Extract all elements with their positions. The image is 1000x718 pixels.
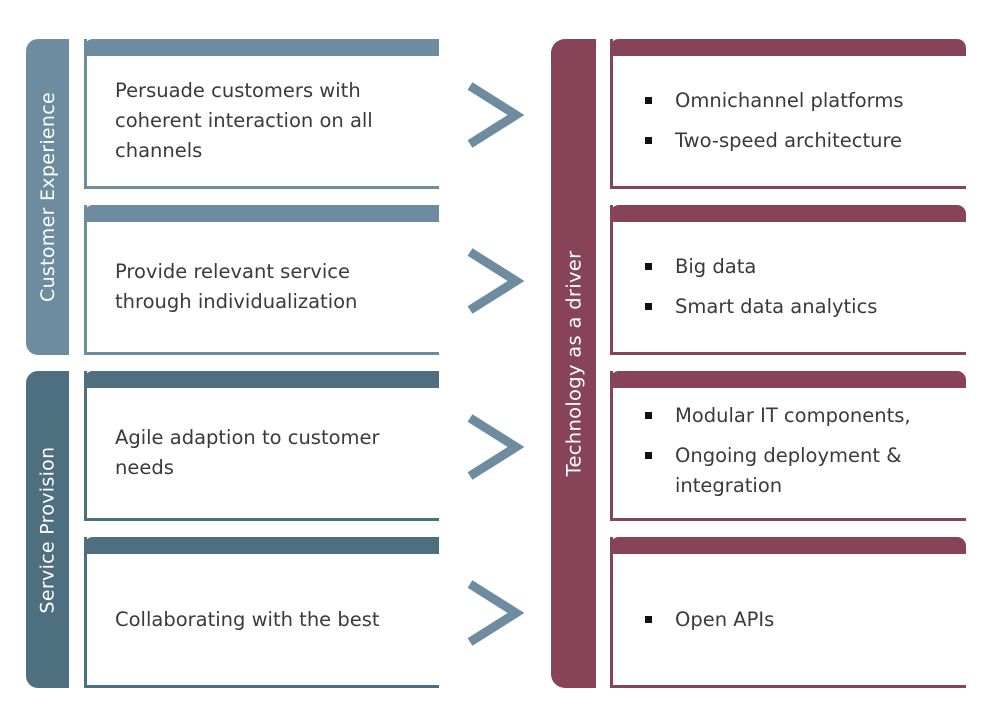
list-item: Ongoing deployment & integration [641,441,956,501]
driver-text: Smart data analytics [675,295,878,318]
driver-box-2: Big data Smart data analytics [610,205,966,355]
driver-text: Modular IT components, [675,404,911,427]
need-box-header [84,371,439,388]
driver-text: Two-speed architecture [675,129,903,152]
need-text: Collaborating with the best [115,607,380,631]
need-box-3: Agile adaption to customer needs [84,371,439,521]
chevron-right-icon [467,580,524,646]
chevron-right-icon [467,414,524,480]
need-text: Persuade customers with coherent interac… [115,79,373,162]
need-text: Agile adaption to customer needs [115,426,380,479]
driver-box-header [610,39,966,56]
driver-list: Omnichannel platforms Two-speed architec… [641,56,956,186]
customer-experience-bar: Customer Experience [26,39,69,355]
need-box-4: Collaborating with the best [84,537,439,688]
chevron-right-icon [467,248,524,314]
list-item: Big data [641,252,956,282]
driver-list: Open APIs [641,554,956,685]
bullet-icon [645,615,652,623]
driver-box-header [610,537,966,554]
list-item: Two-speed architecture [641,126,956,156]
bullet-icon [645,137,652,144]
need-box-header [84,39,439,56]
list-item: Smart data analytics [641,292,956,322]
technology-bar: Technology as a driver [551,39,596,688]
need-box-header [84,205,439,222]
driver-box-3: Modular IT components, Ongoing deploymen… [610,371,966,521]
customer-experience-label: Customer Experience [36,92,59,302]
driver-text: Open APIs [675,607,775,631]
bullet-icon [645,303,652,310]
driver-box-1: Omnichannel platforms Two-speed architec… [610,39,966,189]
driver-text: Big data [675,255,757,278]
bullet-icon [645,452,652,459]
service-provision-bar: Service Provision [26,371,69,688]
driver-text: Omnichannel platforms [675,89,904,112]
need-box-header [84,537,439,554]
list-item: Modular IT components, [641,401,956,431]
need-box-2: Provide relevant service through individ… [84,205,439,355]
list-item: Open APIs [641,605,956,635]
chevron-right-icon [467,82,524,148]
need-text: Provide relevant service through individ… [115,260,358,313]
driver-list: Big data Smart data analytics [641,222,956,352]
driver-box-header [610,205,966,222]
service-provision-label: Service Provision [36,446,59,613]
driver-box-4: Open APIs [610,537,966,688]
bullet-icon [645,263,652,270]
driver-box-header [610,371,966,388]
driver-text: Ongoing deployment & integration [675,444,902,497]
driver-list: Modular IT components, Ongoing deploymen… [641,388,956,518]
need-box-1: Persuade customers with coherent interac… [84,39,439,189]
list-item: Omnichannel platforms [641,86,956,116]
technology-label: Technology as a driver [562,250,586,477]
bullet-icon [645,97,652,104]
bullet-icon [645,412,652,419]
